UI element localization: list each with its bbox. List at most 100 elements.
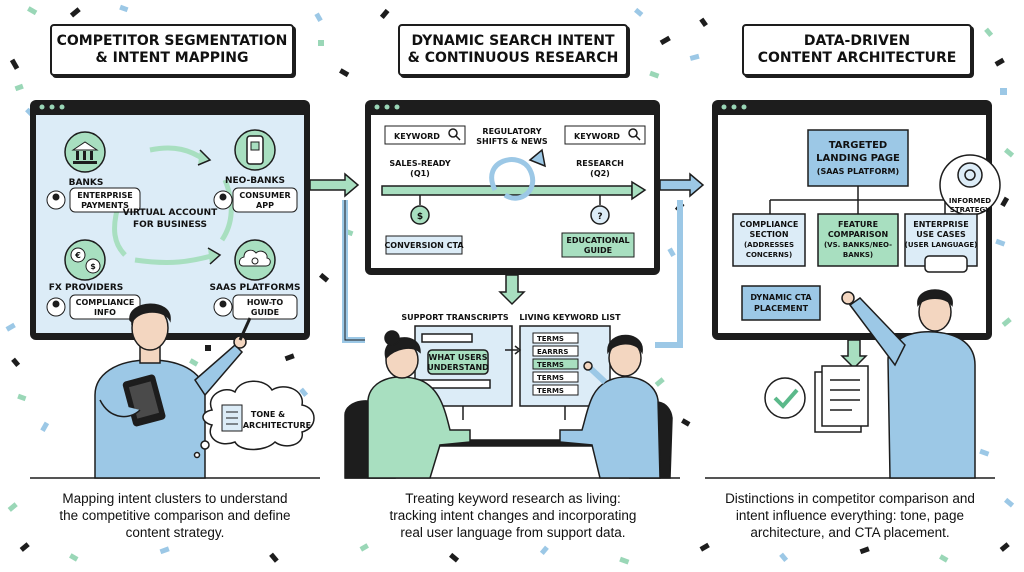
sales-ready-1: SALES-READY — [389, 159, 450, 168]
tag-banks-1: ENTERPRISE — [77, 191, 132, 200]
sales-ready-2: (Q1) — [410, 169, 430, 178]
panel3-title: DATA-DRIVEN CONTENT ARCHITECTURE — [742, 24, 972, 76]
panel2-caption-1: Treating keyword research as living: — [405, 491, 621, 506]
research-2: (Q2) — [590, 169, 610, 178]
svg-text:$: $ — [90, 262, 96, 271]
landing-title-1: TARGETED — [829, 140, 887, 151]
tag-fx-1: COMPLIANCE — [76, 298, 135, 307]
cta-2: PLACEMENT — [754, 304, 809, 313]
section3-3: (USER LANGUAGE) — [905, 241, 978, 249]
panel3-caption-1: Distinctions in competitor comparison an… — [725, 491, 975, 506]
document-icon — [814, 365, 869, 433]
section2-2: COMPARISON — [828, 230, 888, 239]
panel1-title-line1: COMPETITOR SEGMENTATION — [56, 33, 288, 49]
center-label-2: FOR BUSINESS — [133, 220, 207, 230]
living-keyword-label: LIVING KEYWORD LIST — [519, 313, 621, 322]
presenter-person — [94, 303, 252, 479]
users-bubble-1: WHAT USERS — [429, 353, 488, 362]
segment-saas: SAAS PLATFORMS — [210, 283, 301, 293]
question-icon: ? — [590, 205, 610, 225]
section1-3: (ADDRESSES — [744, 241, 794, 249]
tag-neobanks-1: CONSUMER — [239, 191, 290, 200]
panel3-title-line1: DATA-DRIVEN — [803, 33, 911, 49]
down-arrow-3 — [840, 339, 868, 370]
panel2-title-line1: DYNAMIC SEARCH INTENT — [411, 33, 615, 49]
section1-1: COMPLIANCE — [740, 220, 799, 229]
avatar-badges — [46, 187, 298, 320]
bank-icon — [64, 131, 106, 173]
term-1: TERMS — [537, 335, 564, 343]
landing-title-3: (SAAS PLATFORM) — [817, 167, 899, 176]
panel1-caption-3: content strategy. — [125, 525, 225, 540]
section3-2: USE CASES — [916, 230, 966, 239]
shift-label-2: SHIFTS & NEWS — [476, 137, 548, 146]
section2-1: FEATURE — [838, 220, 878, 229]
down-arrow — [498, 274, 526, 306]
section3-1: ENTERPRISE — [913, 220, 968, 229]
segment-fx: FX PROVIDERS — [49, 283, 124, 293]
educational-guide-box — [561, 232, 635, 258]
panel2-caption: Treating keyword research as living: tra… — [350, 490, 676, 541]
panel2-title: DYNAMIC SEARCH INTENT & CONTINUOUS RESEA… — [398, 24, 628, 76]
term-3: TERMS — [537, 361, 564, 369]
section-boxes — [732, 213, 978, 321]
tag-neobanks-2: APP — [256, 201, 274, 210]
researchers — [344, 330, 673, 479]
keyword-search-right — [564, 125, 646, 145]
panel3-caption: Distinctions in competitor comparison an… — [700, 490, 1000, 541]
center-label-1: VIRTUAL ACCOUNT — [123, 208, 219, 218]
term-2: EARRRS — [537, 348, 568, 356]
research-1: RESEARCH — [576, 159, 624, 168]
panel1-title-line2: & INTENT MAPPING — [95, 50, 249, 66]
tag-banks-2: PAYMENTS — [81, 201, 129, 210]
tag-saas-1: HOW-TO — [247, 298, 284, 307]
term-5: TERMS — [537, 387, 564, 395]
landing-title-2: LANDING PAGE — [816, 153, 900, 164]
svg-text:€: € — [74, 251, 81, 260]
strategist-person — [841, 289, 976, 479]
thought-cloud — [193, 380, 315, 459]
section2-3: (VS. BANKS/NEO- — [824, 241, 892, 249]
cloud-gear-icon — [234, 239, 276, 281]
panel3-title-line2: CONTENT ARCHITECTURE — [757, 50, 957, 66]
phone-icon — [234, 129, 276, 171]
users-bubble-2: UNDERSTAND — [427, 363, 489, 372]
panel3-caption-3: architecture, and CTA placement. — [750, 525, 950, 540]
keyword-label-right: KEYWORD — [574, 132, 620, 141]
intent-timeline — [381, 148, 647, 205]
segment-banks: BANKS — [69, 178, 104, 188]
panel2-caption-2: tracking intent changes and incorporatin… — [389, 508, 637, 523]
connector-arrows — [309, 172, 705, 348]
keyword-search-left — [384, 125, 466, 145]
panel1-caption-1: Mapping intent clusters to understand — [62, 491, 288, 506]
panel3-caption-2: intent influence everything: tone, page — [735, 508, 965, 523]
tag-saas-2: GUIDE — [251, 308, 279, 317]
thought-text-1: TONE & — [251, 410, 285, 419]
panel1-caption: Mapping intent clusters to understand th… — [20, 490, 330, 541]
panel1-caption-2: the competitive comparison and define — [59, 508, 291, 523]
landing-page-box — [769, 129, 946, 214]
educational-guide-1: EDUCATIONAL — [566, 236, 629, 245]
thought-text-2: ARCHITECTURE — [243, 421, 311, 430]
panel2-title-line2: & CONTINUOUS RESEARCH — [407, 50, 619, 66]
panel1-title: COMPETITOR SEGMENTATION & INTENT MAPPING — [50, 24, 294, 76]
tag-fx-2: INFO — [94, 308, 116, 317]
support-transcripts-label: SUPPORT TRANSCRIPTS — [401, 313, 508, 322]
dollar-icon: $ — [410, 205, 430, 225]
terms-list — [532, 332, 579, 396]
shift-label-1: REGULATORY — [482, 127, 541, 136]
cta-1: DYNAMIC CTA — [750, 293, 812, 302]
segment-neobanks: NEO-BANKS — [225, 176, 285, 186]
keyword-label-left: KEYWORD — [394, 132, 440, 141]
section1-2: SECTION — [749, 230, 788, 239]
term-4: TERMS — [537, 374, 564, 382]
section1-4: CONCERNS) — [746, 251, 792, 259]
educational-guide-2: GUIDE — [584, 246, 612, 255]
currency-exchange-icon: € $ — [64, 239, 106, 281]
informed-1: INFORMED — [949, 197, 991, 205]
svg-text:$: $ — [417, 212, 423, 222]
conversion-cta-label: CONVERSION CTA — [384, 241, 464, 250]
panel2-caption-3: real user language from support data. — [400, 525, 626, 540]
svg-text:?: ? — [597, 212, 602, 222]
